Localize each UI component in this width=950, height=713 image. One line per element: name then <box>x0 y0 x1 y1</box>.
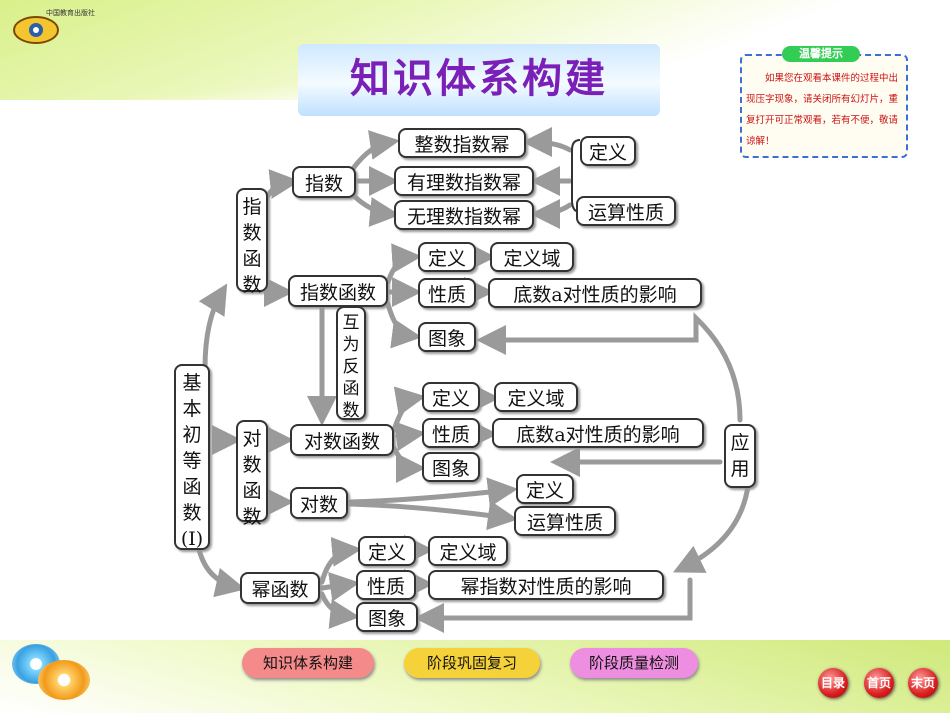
publisher-logo-text: 中国教育出版社 <box>46 9 95 17</box>
arrow-int-back <box>522 127 573 158</box>
node-exp-ops: 运算性质 <box>576 196 676 226</box>
vertical-char: 反 <box>342 357 360 377</box>
arrow-root-to-power <box>195 542 246 598</box>
node-pf-prop: 性质 <box>356 570 416 600</box>
arrow-ef-to-graph <box>385 301 422 349</box>
node-pf-graph: 图象 <box>356 602 418 632</box>
vertical-char: 函 <box>242 480 262 502</box>
node-lf-graph: 图象 <box>422 452 480 482</box>
node-ef-def: 定义 <box>418 242 476 272</box>
arrow-lf-to-prop <box>394 421 426 452</box>
vertical-char: 基 <box>182 372 202 394</box>
arrow-pf-down <box>414 577 693 633</box>
vertical-char: 数 <box>242 454 262 476</box>
home-button[interactable]: 首页 <box>864 668 894 698</box>
node-exp-func: 指数函数 <box>288 275 388 307</box>
arrow-exp-to-int <box>349 130 400 173</box>
node-log-group: 对数函数 <box>236 420 268 528</box>
brace-exp <box>571 139 581 213</box>
vertical-char: 函 <box>342 379 360 399</box>
arrow-log-to-ops <box>347 500 518 531</box>
node-lf-def: 定义 <box>422 382 480 412</box>
tip-title: 温馨提示 <box>782 46 860 62</box>
end-button[interactable]: 末页 <box>908 668 938 698</box>
tip-body: 如果您在观看本课件的过程中出现压字现象，请关闭所有幻灯片，重复打开可正常观看，若… <box>746 73 899 147</box>
node-rat-power: 有理数指数幂 <box>394 166 534 196</box>
arrow-root-to-exp <box>198 283 228 371</box>
arrow-power-to-graph <box>319 591 360 629</box>
vertical-char: 等 <box>182 450 202 472</box>
vertical-char: 指 <box>242 196 262 218</box>
arrow-log-to-def <box>347 477 518 508</box>
node-log-func: 对数函数 <box>290 424 394 456</box>
node-pf-exp-effect: 幂指数对性质的影响 <box>428 570 664 600</box>
vertical-char: 函 <box>182 476 202 498</box>
node-lf-domain: 定义域 <box>494 382 578 412</box>
node-log-def: 定义 <box>516 474 574 504</box>
node-log: 对数 <box>290 487 348 519</box>
vertical-char: 数 <box>182 502 202 524</box>
node-ef-domain: 定义域 <box>490 242 574 272</box>
nav-review-button[interactable]: 阶段巩固复习 <box>404 648 540 678</box>
title-banner <box>298 44 660 116</box>
node-irr-power: 无理数指数幂 <box>394 200 534 230</box>
node-lf-prop: 性质 <box>422 418 480 448</box>
node-lf-base-effect: 底数a对性质的影响 <box>492 418 704 448</box>
cd-decoration-icon-2 <box>38 660 90 700</box>
node-power-func: 幂函数 <box>240 572 320 604</box>
publisher-logo-icon <box>13 16 59 44</box>
vertical-char: 互 <box>342 313 360 333</box>
arrow-ef-to-def <box>385 243 422 285</box>
vertical-char: 用 <box>730 458 750 480</box>
node-exp-def: 定义 <box>580 136 636 166</box>
vertical-char: (Ⅰ) <box>180 528 204 550</box>
vertical-char: 本 <box>182 398 202 420</box>
vertical-char: 为 <box>342 335 360 355</box>
node-int-power: 整数指数幂 <box>398 128 526 158</box>
vertical-char: 数 <box>242 274 262 296</box>
arrow-lf-to-def <box>391 386 426 433</box>
arrow-exp-to-irr <box>349 191 400 227</box>
node-exp: 指数 <box>292 166 356 198</box>
arrow-app-to-efgraph <box>476 312 743 423</box>
vertical-char: 数 <box>342 401 360 421</box>
node-pf-domain: 定义域 <box>428 536 508 566</box>
node-ef-base-effect: 底数a对性质的影响 <box>488 278 702 308</box>
node-ef-prop: 性质 <box>418 278 476 308</box>
page-title: 知识体系构建 <box>350 55 608 102</box>
vertical-char: 应 <box>730 432 750 454</box>
vertical-char: 初 <box>182 424 202 446</box>
node-inverse: 互为反函数 <box>336 306 366 421</box>
node-log-ops: 运算性质 <box>514 506 616 536</box>
vertical-char: 对 <box>242 428 262 450</box>
vertical-char: 数 <box>242 222 262 244</box>
arrow-irr-back <box>530 198 573 229</box>
vertical-char: 数 <box>242 506 262 528</box>
node-application: 应用 <box>724 424 756 488</box>
nav-knowledge-button[interactable]: 知识体系构建 <box>242 648 374 678</box>
nav-test-button[interactable]: 阶段质量检测 <box>570 648 698 678</box>
toc-button[interactable]: 目录 <box>818 668 848 698</box>
arrow-power-to-prop <box>319 571 360 602</box>
arrow-app-to-pfgraph <box>672 483 751 573</box>
vertical-char: 函 <box>242 248 262 270</box>
arrow-lf-to-graph <box>391 445 426 483</box>
node-exp-group: 指数函数 <box>236 188 268 296</box>
node-pf-def: 定义 <box>358 536 416 566</box>
arrow-power-to-def <box>319 536 362 585</box>
node-ef-graph: 图象 <box>418 322 476 352</box>
node-root: 基本初等函数 (Ⅰ) <box>174 364 210 550</box>
